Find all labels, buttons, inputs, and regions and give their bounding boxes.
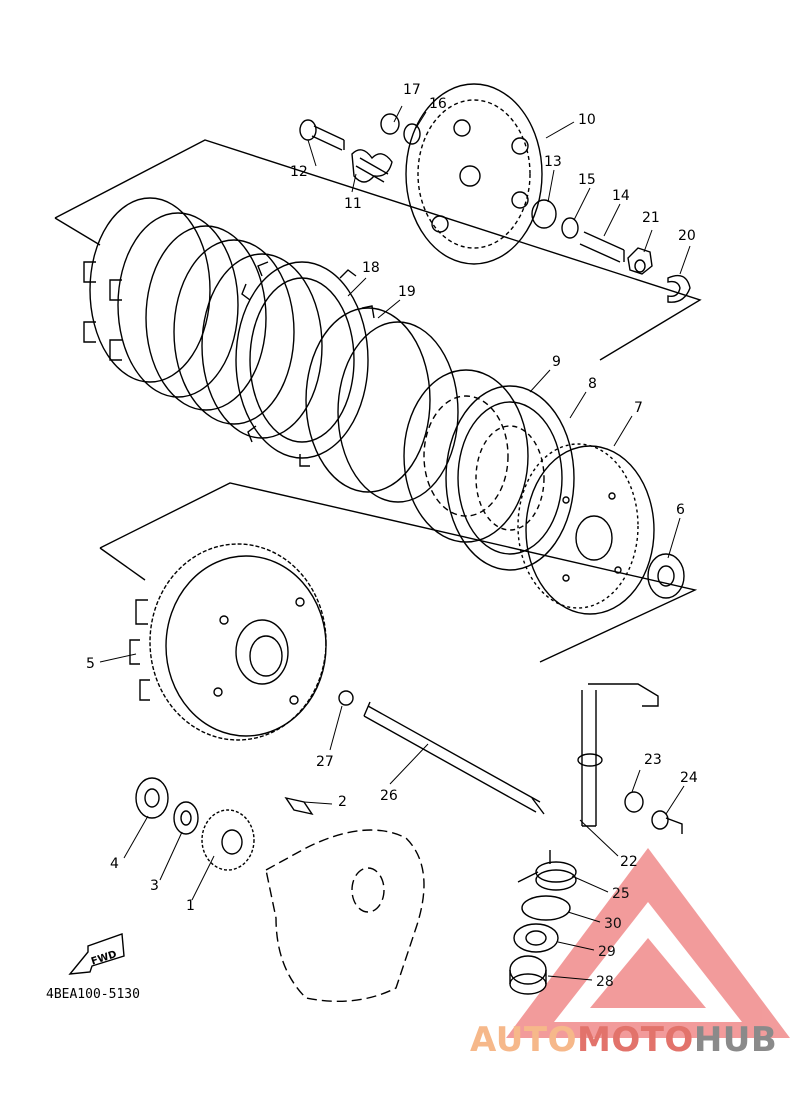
- spring-25: [517, 850, 577, 891]
- callout-2: 2: [338, 794, 347, 810]
- callout-leaders: [99, 105, 691, 981]
- bearing-28: [509, 955, 547, 995]
- callout-16: 16: [429, 96, 447, 112]
- upper-assembly-outline: [54, 139, 702, 361]
- forward-arrow-icon: FWD: [68, 933, 125, 975]
- callout-28: 28: [596, 974, 614, 990]
- oil-seal-4: [135, 777, 169, 819]
- clutch-plate-19b: [337, 321, 459, 503]
- nut-17: [380, 113, 400, 135]
- callout-24: 24: [680, 770, 698, 786]
- callout-8: 8: [588, 376, 597, 392]
- clutch-plate-stack: [83, 197, 323, 439]
- callout-19: 19: [398, 284, 416, 300]
- callout-4: 4: [110, 856, 119, 872]
- clutch-spring-11: [351, 149, 393, 183]
- callout-18: 18: [362, 260, 380, 276]
- circlip-15: [561, 217, 579, 239]
- friction-plate-8: [445, 385, 575, 571]
- callout-15: 15: [578, 172, 596, 188]
- oil-seal-29: [513, 923, 559, 953]
- lower-outline-tick: [99, 547, 146, 581]
- watermark-part-moto: MOTO: [576, 1020, 694, 1060]
- callout-26: 26: [380, 788, 398, 804]
- watermark-text: AUTOMOTOHUB: [470, 1020, 777, 1060]
- callout-5: 5: [86, 656, 95, 672]
- callout-22: 22: [620, 854, 638, 870]
- circlip-30: [521, 895, 571, 921]
- callout-numbers: 17 16 10 12 11 13 15 14 21 20 18 19 9 8 …: [86, 82, 698, 990]
- watermark-part-hub: HUB: [693, 1020, 778, 1060]
- watermark-triangle-logo: [506, 848, 790, 1038]
- callout-6: 6: [676, 502, 685, 518]
- callout-25: 25: [612, 886, 630, 902]
- push-lever-shaft-22: [577, 683, 659, 827]
- washer-23: [624, 791, 644, 813]
- ball-27: [338, 690, 354, 706]
- callout-30: 30: [604, 916, 622, 932]
- callout-14: 14: [612, 188, 630, 204]
- bolt-12: [299, 119, 345, 151]
- lower-assembly-outline: [99, 482, 698, 663]
- callout-1: 1: [186, 898, 195, 914]
- pressure-plate-10: [405, 83, 543, 265]
- primary-driven-gear-5: [129, 543, 327, 741]
- crankshaft-outline: [265, 829, 425, 1002]
- bolt-24: [651, 810, 683, 834]
- bearing-13: [531, 199, 557, 229]
- clutch-plate-19: [305, 307, 431, 493]
- callout-13: 13: [544, 154, 562, 170]
- callout-10: 10: [578, 112, 596, 128]
- callout-12: 12: [290, 164, 308, 180]
- callout-7: 7: [634, 400, 643, 416]
- locknut-21: [627, 247, 653, 275]
- callout-17: 17: [403, 82, 421, 98]
- callout-3: 3: [150, 878, 159, 894]
- friction-plate-18: [235, 261, 375, 467]
- callout-29: 29: [598, 944, 616, 960]
- diagram-code: 4BEA100-5130: [46, 987, 140, 1002]
- watermark-part-auto: AUTO: [470, 1020, 577, 1060]
- washer-3: [173, 801, 199, 835]
- washer-16: [403, 123, 421, 145]
- push-rod-26: [363, 701, 545, 815]
- upper-outline-tick: [54, 217, 101, 246]
- primary-drive-gear-1: [201, 809, 255, 871]
- callout-21: 21: [642, 210, 660, 226]
- callout-9: 9: [552, 354, 561, 370]
- woodruff-key-2: [284, 796, 314, 816]
- clutch-boss-7: [517, 443, 655, 615]
- callout-23: 23: [644, 752, 662, 768]
- push-rod-14: [579, 231, 625, 263]
- lock-washer-20: [667, 274, 691, 303]
- lock-washer-6: [647, 553, 685, 599]
- clutch-plate-9: [403, 369, 529, 543]
- callout-27: 27: [316, 754, 334, 770]
- callout-11: 11: [344, 196, 362, 212]
- callout-20: 20: [678, 228, 696, 244]
